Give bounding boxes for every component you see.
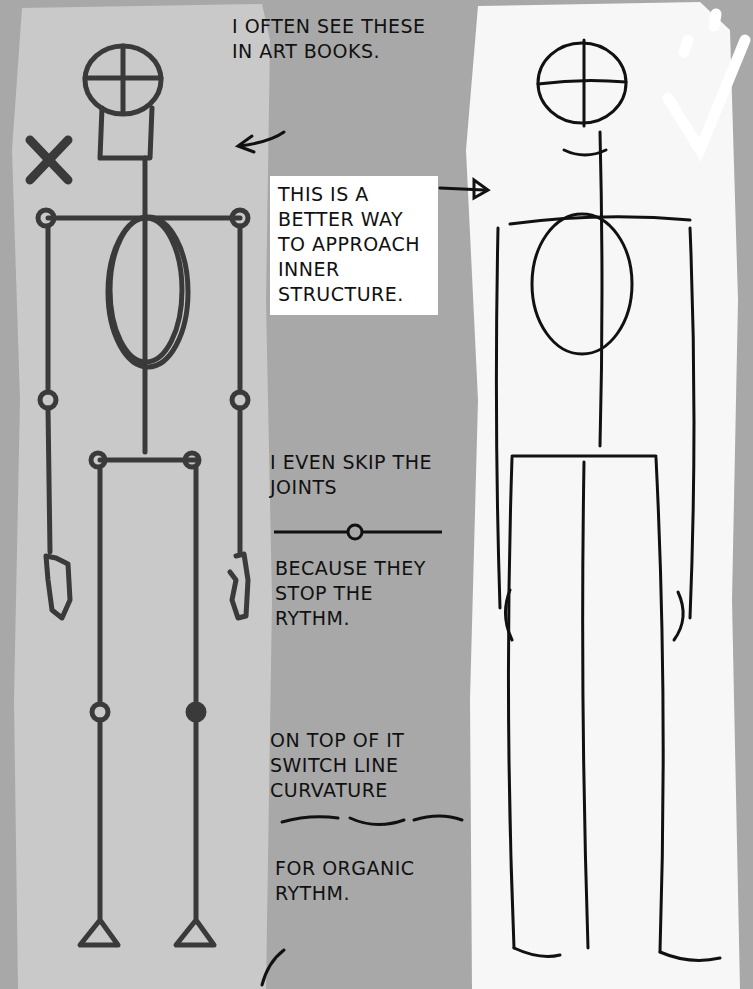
box-text: THIS IS A BETTER WAY TO APPROACH INNER S… <box>278 182 428 307</box>
note-text: ON TOP OF IT SWITCH LINE CURVATURE <box>270 728 455 803</box>
stick-figure <box>38 46 248 945</box>
note-box: THIS IS A BETTER WAY TO APPROACH INNER S… <box>270 176 438 315</box>
leader-arrow <box>440 180 488 198</box>
joint-symbol <box>274 525 442 539</box>
light-panel <box>12 4 272 989</box>
leader-arrow <box>238 132 284 152</box>
note-text: I OFTEN SEE THESE IN ART BOOKS. <box>232 14 447 64</box>
note-text: I EVEN SKIP THE JOINTS <box>270 450 460 500</box>
note-text: FOR ORGANIC RYTHM. <box>275 856 455 906</box>
note-text: BECAUSE THEY STOP THE RYTHM. <box>275 556 445 631</box>
curvature-strokes <box>262 816 462 985</box>
cross-mark <box>30 140 68 180</box>
check-mark <box>668 14 745 150</box>
organic-figure <box>496 40 720 960</box>
